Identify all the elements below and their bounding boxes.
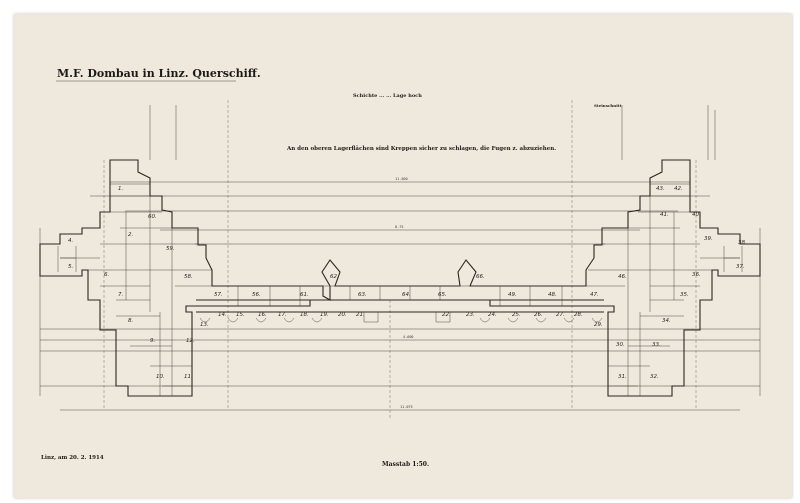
signature-date: Linz, am 20. 2. 1914 xyxy=(41,455,104,461)
stone-number-1: 2. xyxy=(128,232,133,238)
top-span-dimension: 11.500 xyxy=(395,177,408,181)
stone-number-5: 7. xyxy=(118,292,123,298)
stone-number-43: 34. xyxy=(662,318,671,324)
stone-number-46: 37. xyxy=(736,264,745,270)
stone-number-51: 42. xyxy=(674,186,683,192)
stone-number-26: 62. xyxy=(330,274,339,280)
stone-number-24: 56. xyxy=(252,292,261,298)
drawing-sheet xyxy=(14,14,792,498)
center-width-dimension: 4.600 xyxy=(403,335,414,339)
stone-number-8: 10. xyxy=(156,374,165,380)
stone-number-28: 64. xyxy=(402,292,411,298)
stone-number-18: 20. xyxy=(338,312,347,318)
stone-number-44: 35. xyxy=(680,292,689,298)
stone-number-40: 31. xyxy=(618,374,627,380)
stone-number-23: 57. xyxy=(214,292,223,298)
stone-number-4: 6. xyxy=(104,272,109,278)
stone-number-47: 38. xyxy=(738,240,747,246)
stone-number-53: 46. xyxy=(618,274,627,280)
stone-number-22: 58. xyxy=(184,274,193,280)
stone-number-7: 9. xyxy=(150,338,155,344)
stone-number-48: 39. xyxy=(704,236,713,242)
stone-number-32: 23. xyxy=(466,312,475,318)
stone-number-19: 21. xyxy=(356,312,365,318)
stone-number-41: 32. xyxy=(650,374,659,380)
plan-outline xyxy=(39,159,761,397)
stone-number-29: 65. xyxy=(438,292,447,298)
bottom-span-dimension: 11.075 xyxy=(400,405,413,409)
stone-number-34: 25. xyxy=(512,312,521,318)
stone-number-54: 47. xyxy=(590,292,599,298)
corner-note: Steinschnitt xyxy=(594,103,622,108)
stone-number-36: 27. xyxy=(556,312,565,318)
stone-number-56: 49. xyxy=(508,292,517,298)
drawing-note: An den oberen Lagerflächen sind Kreppen … xyxy=(286,145,556,152)
stone-number-13: 15. xyxy=(236,312,245,318)
stone-number-0: 1. xyxy=(118,186,123,192)
stone-numbers-center: 60. 59. 58. 57. 56. 61. 62. 63. 64. 65. … xyxy=(148,214,485,298)
stone-numbers-left: 1. 2. 4. 5. 6. 7. 8. 9. 10. 11. 12. 13. … xyxy=(68,186,365,380)
stone-number-35: 26. xyxy=(534,312,543,318)
stone-number-16: 18. xyxy=(300,312,309,318)
stone-number-3: 5. xyxy=(68,264,73,270)
stone-number-12: 14. xyxy=(218,312,227,318)
stone-number-25: 61. xyxy=(300,292,309,298)
stone-number-31: 22. xyxy=(442,312,451,318)
stone-number-49: 40. xyxy=(692,212,701,218)
stone-number-52: 43. xyxy=(656,186,665,192)
stone-number-2: 4. xyxy=(68,238,73,244)
stone-number-21: 59. xyxy=(166,246,175,252)
stone-numbers-right: 22. 23. 24. 25. 26. 27. 28. 29. 30. 31. … xyxy=(442,186,747,380)
stone-number-55: 48. xyxy=(548,292,557,298)
drawing-subtitle: Schichte ... ... Lage hoch xyxy=(353,93,422,99)
stone-number-17: 19. xyxy=(320,312,329,318)
middle-span-dimension: 8.75 xyxy=(395,225,403,229)
stone-number-50: 41. xyxy=(660,212,669,218)
stone-number-38: 29. xyxy=(594,322,603,328)
stone-number-14: 16. xyxy=(258,312,267,318)
stone-number-27: 63. xyxy=(358,292,367,298)
stone-number-15: 17. xyxy=(278,312,287,318)
stone-number-10: 12. xyxy=(186,338,195,344)
stone-number-39: 30. xyxy=(616,342,625,348)
stone-number-33: 24. xyxy=(488,312,497,318)
stone-number-20: 60. xyxy=(148,214,157,220)
stone-number-11: 13. xyxy=(200,322,209,328)
stone-number-9: 11. xyxy=(184,374,193,380)
dimension-labels: 11.500 8.75 11.075 4.600 xyxy=(395,177,414,409)
stone-number-6: 8. xyxy=(128,318,133,324)
stone-number-42: 33. xyxy=(652,342,661,348)
stone-number-30: 66. xyxy=(476,274,485,280)
stone-number-37: 28. xyxy=(574,312,583,318)
stone-number-45: 36. xyxy=(692,272,701,278)
drawing-title: M.F. Dombau in Linz. Querschiff. xyxy=(57,67,261,80)
scale-label: Masstab 1:50. xyxy=(382,461,429,468)
